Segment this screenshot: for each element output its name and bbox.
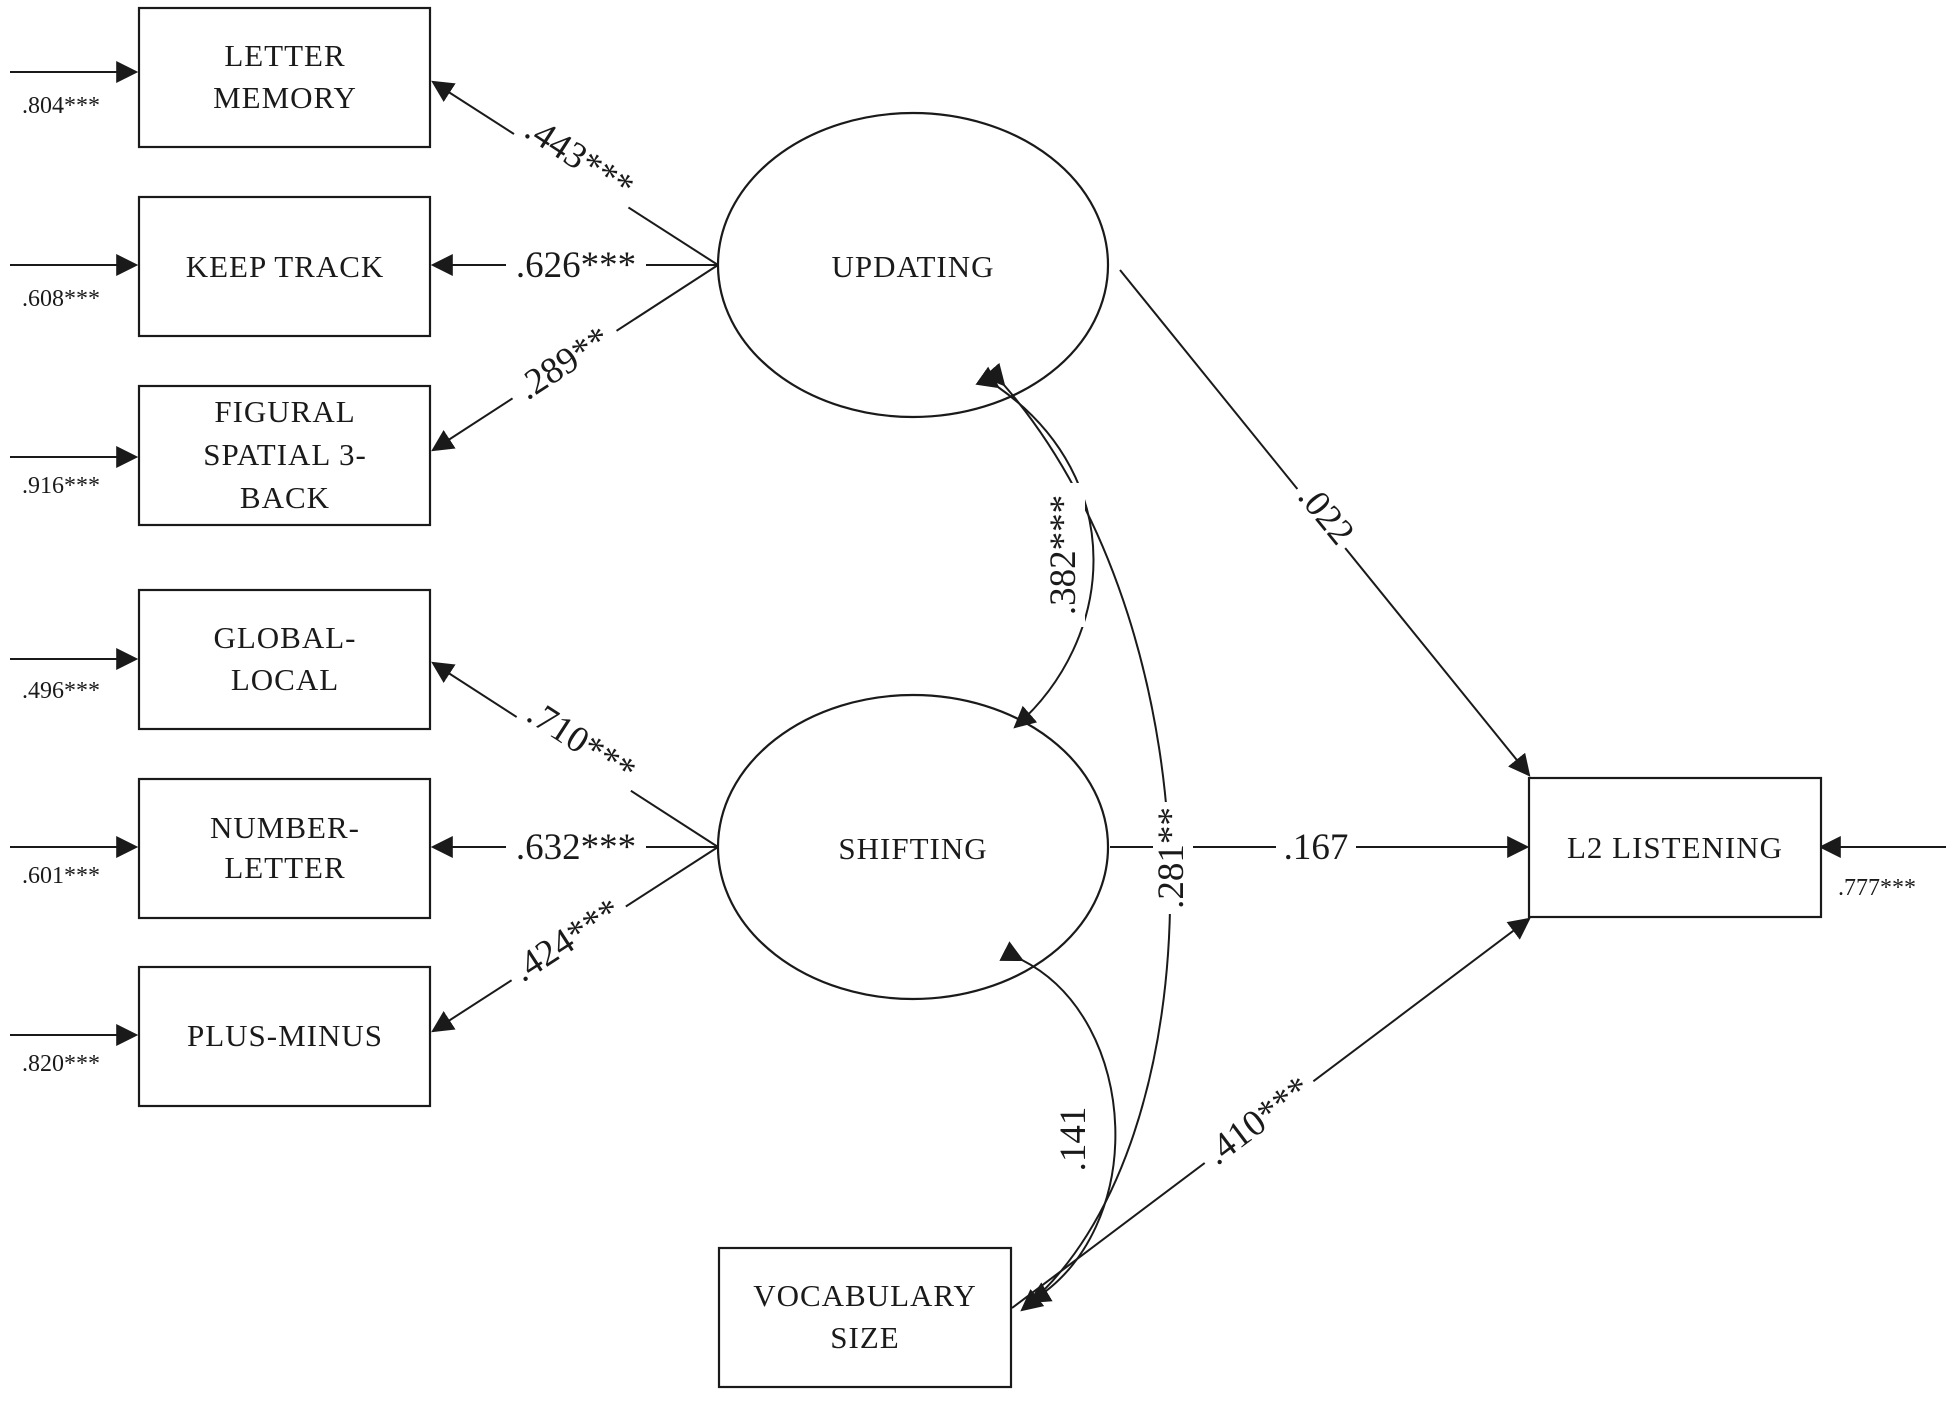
box-l2-listening	[1527, 776, 1823, 919]
loading-letter-memory: .443***	[510, 105, 647, 214]
box-figural-spatial	[137, 384, 432, 527]
box-vocabulary-size	[717, 1246, 1013, 1389]
path-label-shifting-l2: .167	[1276, 824, 1356, 868]
loading-value-global-local: .710***	[520, 692, 643, 792]
correlation-value-updating-shifting: .382***	[1043, 495, 1084, 615]
loading-value-number-letter: .632***	[516, 827, 636, 868]
label-global-local-line2: LOCAL	[231, 662, 339, 697]
label-number-letter-line2: LETTER	[224, 850, 345, 885]
error-value-letter-memory: .804***	[22, 93, 100, 119]
label-global-local-line1: GLOBAL-	[213, 620, 356, 655]
box-letter-memory	[137, 6, 432, 149]
error-value-figural-spatial: .916***	[22, 473, 100, 499]
label-letter-memory-line2: MEMORY	[213, 80, 357, 115]
label-figural-spatial-line1: FIGURAL	[214, 394, 355, 429]
box-plus-minus	[137, 965, 432, 1108]
label-plus-minus: PLUS-MINUS	[187, 1018, 383, 1053]
label-figural-spatial-line2: SPATIAL 3-	[203, 437, 367, 472]
correlation-value-updating-vocabulary: .281**	[1151, 807, 1192, 909]
loading-value-letter-memory: .443***	[518, 108, 641, 208]
loading-value-plus-minus: .424***	[505, 890, 628, 990]
loading-value-keep-track: .626***	[516, 245, 636, 286]
loading-plus-minus: .424***	[499, 887, 636, 996]
box-global-local	[137, 588, 432, 731]
loading-figural-spatial: .289**	[501, 314, 628, 416]
path-label-updating-l2: .022	[1285, 473, 1365, 558]
path-value-shifting-l2: .167	[1284, 827, 1349, 868]
label-letter-memory-line1: LETTER	[224, 38, 345, 73]
error-value-global-local: .496***	[22, 678, 100, 704]
path-value-vocabulary-l2: .410***	[1198, 1068, 1319, 1173]
correlation-label-updating-shifting: .382***	[1043, 483, 1085, 627]
label-vocabulary-line2: SIZE	[830, 1320, 899, 1355]
loading-keep-track: .626***	[506, 242, 646, 286]
correlation-shifting-vocabulary	[999, 941, 1117, 1304]
error-value-keep-track: .608***	[22, 286, 100, 312]
box-number-letter	[137, 777, 432, 920]
box-keep-track	[137, 195, 432, 338]
label-keep-track: KEEP TRACK	[186, 249, 385, 284]
label-vocabulary-line1: VOCABULARY	[753, 1278, 977, 1313]
label-updating: UPDATING	[832, 249, 995, 284]
label-number-letter-line1: NUMBER-	[210, 810, 360, 845]
loading-number-letter: .632***	[506, 824, 646, 868]
error-value-l2-listening: .777***	[1838, 875, 1916, 901]
error-value-number-letter: .601***	[22, 863, 100, 889]
loading-global-local: .710***	[512, 689, 649, 798]
correlation-label-updating-vocabulary: .281**	[1151, 802, 1193, 914]
path-label-vocabulary-l2: .410***	[1192, 1065, 1326, 1179]
error-value-plus-minus: .820***	[22, 1051, 100, 1077]
correlation-value-shifting-vocabulary: .141	[1053, 1107, 1094, 1172]
label-figural-spatial-line3: BACK	[240, 480, 330, 515]
correlation-label-shifting-vocabulary: .141	[1053, 1103, 1095, 1175]
label-l2-listening: L2 LISTENING	[1567, 830, 1783, 865]
label-shifting: SHIFTING	[838, 831, 987, 866]
